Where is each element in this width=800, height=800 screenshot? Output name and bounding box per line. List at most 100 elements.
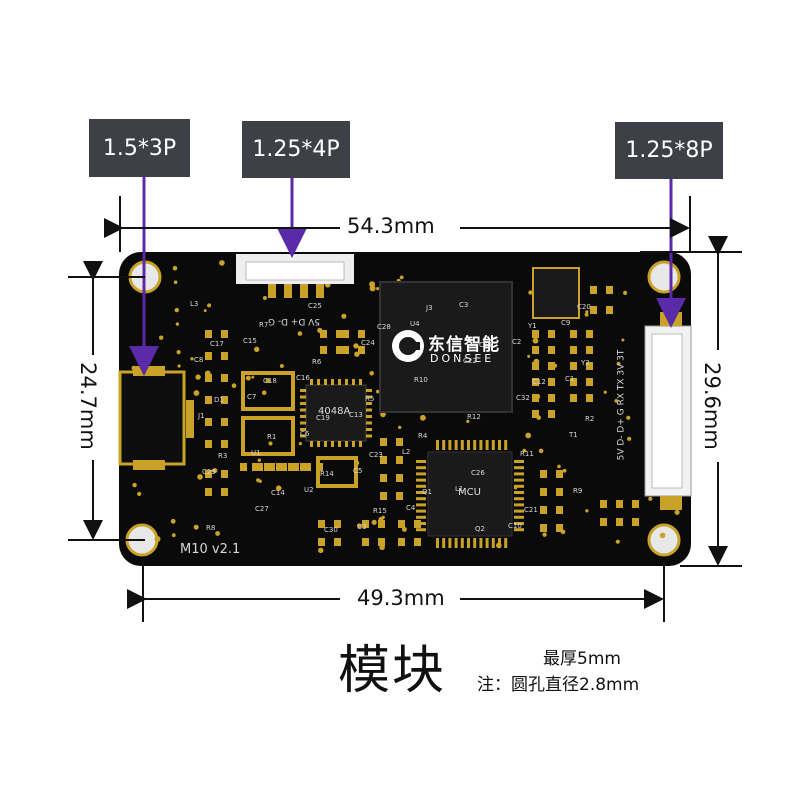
component-pad [221, 488, 228, 496]
ic-pin [416, 466, 426, 470]
component-pad [586, 330, 593, 338]
component-pad [362, 520, 369, 528]
u4-chip [532, 267, 580, 319]
ic-pin [352, 441, 355, 447]
thickness-note: 最厚5mm [543, 649, 621, 669]
component-pad [205, 330, 212, 338]
ic-pin [331, 379, 334, 385]
via [353, 343, 359, 349]
component-pad [414, 520, 421, 528]
pin-labels-4p: 5V D+ D- G [268, 316, 321, 326]
ic-pin [324, 441, 327, 447]
ref-designator: D1 [214, 396, 224, 404]
ic-pin [491, 538, 495, 548]
ic-pin [460, 538, 464, 548]
via [616, 361, 621, 366]
component-pad [586, 362, 593, 370]
ic-pin [479, 440, 483, 450]
ic-pin [442, 538, 446, 548]
ic-pin [300, 421, 306, 425]
component-pad [586, 394, 593, 402]
via [585, 310, 589, 314]
component-pad [414, 538, 421, 546]
small-chip-label: 4048A [318, 406, 351, 417]
ic-pin [498, 538, 501, 548]
component-pad [380, 438, 387, 446]
via [648, 496, 653, 501]
ic-pin [416, 497, 426, 501]
component-pad [548, 410, 555, 418]
via [615, 539, 620, 544]
connector-8p [644, 312, 692, 510]
via [557, 464, 561, 469]
component-pad [532, 410, 539, 418]
via [528, 290, 533, 295]
via [215, 531, 221, 536]
ref-designator: C6 [300, 430, 310, 438]
component-pad [570, 362, 577, 370]
ic-pin [366, 421, 372, 425]
ic-pin [467, 440, 470, 450]
ref-designator: C5 [353, 467, 363, 475]
via [174, 307, 179, 313]
via [398, 425, 402, 430]
ic-pin [366, 402, 372, 405]
component-pad [606, 306, 613, 314]
ref-designator: C13 [349, 411, 363, 419]
component-pad [616, 518, 623, 526]
ref-designator: U4 [410, 320, 420, 328]
ic-pin [416, 478, 426, 482]
ic-pin [448, 440, 452, 450]
component-pad [396, 438, 403, 446]
ref-designator: R15 [373, 507, 387, 515]
ref-designator: Q1 [422, 488, 432, 496]
via [420, 414, 426, 421]
component-pad [320, 330, 327, 338]
ic-pin [300, 395, 306, 399]
mounting-hole [647, 260, 681, 294]
ref-designator: C18 [263, 377, 277, 385]
board-model: M10 v2.1 [180, 542, 241, 557]
ic-pin [300, 428, 306, 431]
ic-pin [366, 434, 372, 438]
ic-pin [366, 389, 372, 392]
small-chip [300, 379, 372, 447]
component-pad [240, 463, 247, 471]
component-pad [556, 470, 563, 478]
ref-designator: Q2 [475, 525, 485, 533]
component-pad [586, 378, 593, 386]
ic-pin [345, 441, 348, 447]
ic-pin [491, 440, 495, 450]
component-pad [334, 538, 341, 546]
via [268, 441, 273, 446]
ic-pin [416, 503, 426, 507]
component-pad [540, 506, 547, 514]
via [623, 290, 628, 295]
ic-pin [514, 460, 524, 463]
ic-pin [300, 402, 306, 405]
component-pad [288, 463, 295, 471]
vias [127, 259, 680, 553]
component-pad [336, 346, 343, 354]
ic-pin [345, 379, 348, 385]
component-pad [532, 362, 539, 370]
via [318, 547, 324, 553]
component-pad [532, 394, 539, 402]
component-pad [358, 346, 365, 354]
via [584, 312, 589, 317]
via [399, 275, 404, 280]
via [527, 354, 531, 358]
ic-pin [416, 528, 426, 532]
component-pad [396, 456, 403, 464]
via [659, 532, 666, 539]
via [173, 280, 178, 285]
ic-pin [366, 408, 372, 412]
dim-right-height: 29.6mm [699, 358, 724, 454]
mcu-chip [416, 440, 524, 548]
component-pad [264, 463, 271, 471]
hole-note: 注：圆孔直径2.8mm [477, 675, 640, 695]
component-pad [590, 286, 597, 294]
component-pad [606, 286, 613, 294]
via [219, 260, 225, 266]
